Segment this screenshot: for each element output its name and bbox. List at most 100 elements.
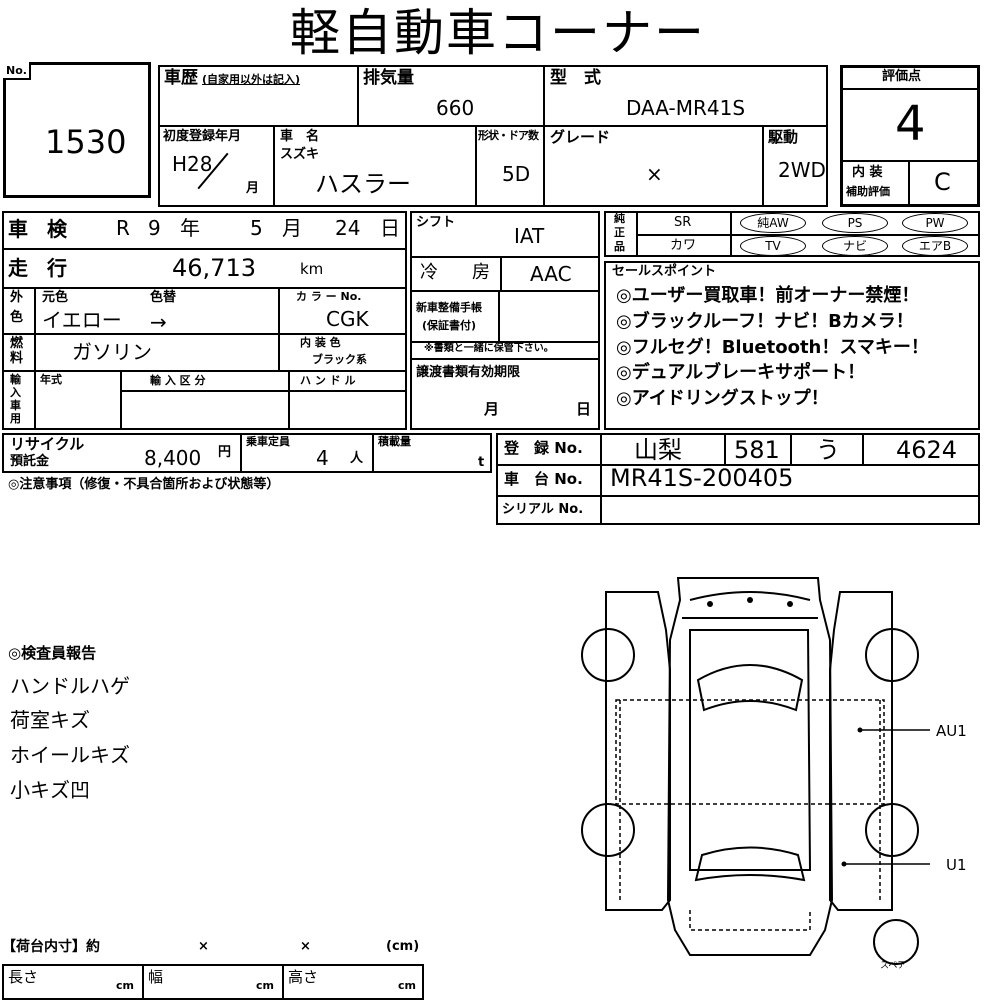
registration-kana: う xyxy=(816,436,840,464)
mileage-unit: km xyxy=(300,260,324,278)
sales-point-item: ◎ブラックルーフ！ナビ！Bカメラ！ xyxy=(616,311,914,332)
inspection-year-suffix: 年 xyxy=(180,216,200,240)
chassis-label: 車 台 No. xyxy=(504,470,583,488)
sales-point-item: ◎ユーザー買取車！前オーナー禁煙！ xyxy=(616,285,920,306)
pill-power-window: PW xyxy=(902,213,968,233)
transfer-month-suffix: 月 xyxy=(484,400,500,418)
inspection-day-suffix: 日 xyxy=(380,216,400,240)
ac-value: AAC xyxy=(530,262,572,286)
registration-number: 4624 xyxy=(896,436,958,464)
manual-label-1: 新車整備手帳 xyxy=(416,301,482,314)
page-title: 軽自動車コーナー xyxy=(290,4,706,62)
cargo-length-label: 長さ xyxy=(8,968,39,986)
inspector-item: 荷室キズ xyxy=(10,708,90,732)
notes-label: ◎注意事項（修復・不具合箇所および状態等） xyxy=(8,477,280,492)
registration-block xyxy=(496,433,980,525)
interior-color-value: ブラック系 xyxy=(312,353,367,366)
color-code-value: CGK xyxy=(326,307,369,331)
transfer-label: 譲渡書類有効期限 xyxy=(416,365,521,380)
fuel-label-2: 料 xyxy=(10,351,24,366)
interior-value: C xyxy=(934,168,951,196)
cargo-width-label: 幅 xyxy=(148,968,164,986)
equipment-label-3: 品 xyxy=(614,240,625,253)
diagram-mark-u1: U1 xyxy=(946,856,967,874)
score-label: 評価点 xyxy=(882,69,922,84)
mileage-value: 46,713 xyxy=(172,254,256,282)
lot-number: 1530 xyxy=(45,123,127,161)
displacement-label: 排気量 xyxy=(363,68,414,88)
color-code-label: カ ラ ー No. xyxy=(296,290,362,303)
recycle-row xyxy=(2,433,492,473)
pill-airbag: エアB xyxy=(902,236,968,256)
import-handle-label: ハ ン ド ル xyxy=(300,374,356,387)
cargo-box xyxy=(2,964,424,1000)
inspection-era: R xyxy=(116,216,130,240)
interior-label-2: 補助評価 xyxy=(846,185,890,198)
equipment-label-1: 純 xyxy=(614,212,625,225)
history-note: (自家用以外は記入) xyxy=(202,73,301,86)
score-box xyxy=(840,65,980,207)
cargo-height-label: 高さ xyxy=(288,968,319,986)
spare-label: スペア xyxy=(880,961,907,971)
doors-label: 形状・ドア数 xyxy=(478,129,539,142)
sales-point-item: ◎アイドリングストップ！ xyxy=(616,388,829,409)
import-category-label: 輸 入 区 分 xyxy=(150,374,206,387)
car-name: ハスラー xyxy=(315,170,411,198)
cargo-x2: × xyxy=(300,939,311,954)
cargo-label: 【荷台内寸】約 xyxy=(2,939,100,955)
manual-label-2: (保証書付) xyxy=(422,319,477,332)
pill-tv: TV xyxy=(740,236,806,256)
fuel-label-1: 燃 xyxy=(10,336,24,351)
sales-point-item: ◎フルセグ！Bluetooth！スマキー！ xyxy=(616,337,929,358)
cargo-unit: (cm) xyxy=(386,939,420,954)
first-reg-era: H28 xyxy=(172,152,213,176)
shift-label: シフト xyxy=(416,215,456,230)
load-unit: t xyxy=(478,455,485,470)
orig-color-value: イエロー xyxy=(42,308,122,332)
vehicle-info-block xyxy=(158,65,828,207)
pill-navi: ナビ xyxy=(822,236,888,256)
import-year-label: 年式 xyxy=(40,373,62,386)
cargo-height-cm: cm xyxy=(398,979,416,992)
shift-value: IAT xyxy=(514,224,545,248)
car-diagram xyxy=(581,577,930,965)
registration-class: 581 xyxy=(734,436,780,464)
inspection-day: 24 xyxy=(335,216,361,240)
grade-label: グレード xyxy=(550,128,611,146)
capacity-value: 4 xyxy=(316,446,329,470)
details-block xyxy=(2,211,407,430)
ext-color-label-1: 外 xyxy=(10,290,24,305)
import-label-2: 入 xyxy=(10,386,21,399)
sales-point-item: ◎デュアルブレーキサポート！ xyxy=(616,362,866,383)
transfer-day-suffix: 日 xyxy=(576,400,592,418)
inspector-label: ◎検査員報告 xyxy=(8,644,97,662)
registration-region: 山梨 xyxy=(634,436,682,464)
cargo-x1: × xyxy=(198,939,209,954)
pill-power-steering: PS xyxy=(822,213,888,233)
model-value: DAA-MR41S xyxy=(626,96,746,120)
inspector-item: ハンドルハゲ xyxy=(10,674,130,698)
first-reg-month-suffix: 月 xyxy=(246,181,260,196)
serial-label: シリアル No. xyxy=(502,502,584,517)
grade-value: × xyxy=(646,162,663,186)
import-label-1: 輸 xyxy=(10,373,21,386)
change-color-label: 色替 xyxy=(150,290,177,305)
first-reg-label: 初度登録年月 xyxy=(163,129,242,144)
car-maker: スズキ xyxy=(280,147,320,162)
displacement-value: 660 xyxy=(436,96,475,120)
cargo-length-cm: cm xyxy=(116,979,134,992)
lot-label: No. xyxy=(6,64,27,77)
mid-block xyxy=(410,211,600,430)
registration-label: 登 録 No. xyxy=(504,439,583,457)
lot-box xyxy=(3,62,151,198)
model-label: 型 式 xyxy=(550,68,601,88)
mileage-label: 走 行 xyxy=(8,256,73,280)
score-value: 4 xyxy=(895,96,926,152)
equip-kawa: カワ xyxy=(670,238,697,253)
pill-alloy-wheel: 純AW xyxy=(740,213,806,233)
recycle-label-2: 預託金 xyxy=(10,454,50,469)
import-label-4: 用 xyxy=(10,412,21,425)
inspection-month-suffix: 月 xyxy=(282,216,302,240)
capacity-label: 乗車定員 xyxy=(246,435,290,448)
inspection-label: 車 検 xyxy=(8,217,73,241)
